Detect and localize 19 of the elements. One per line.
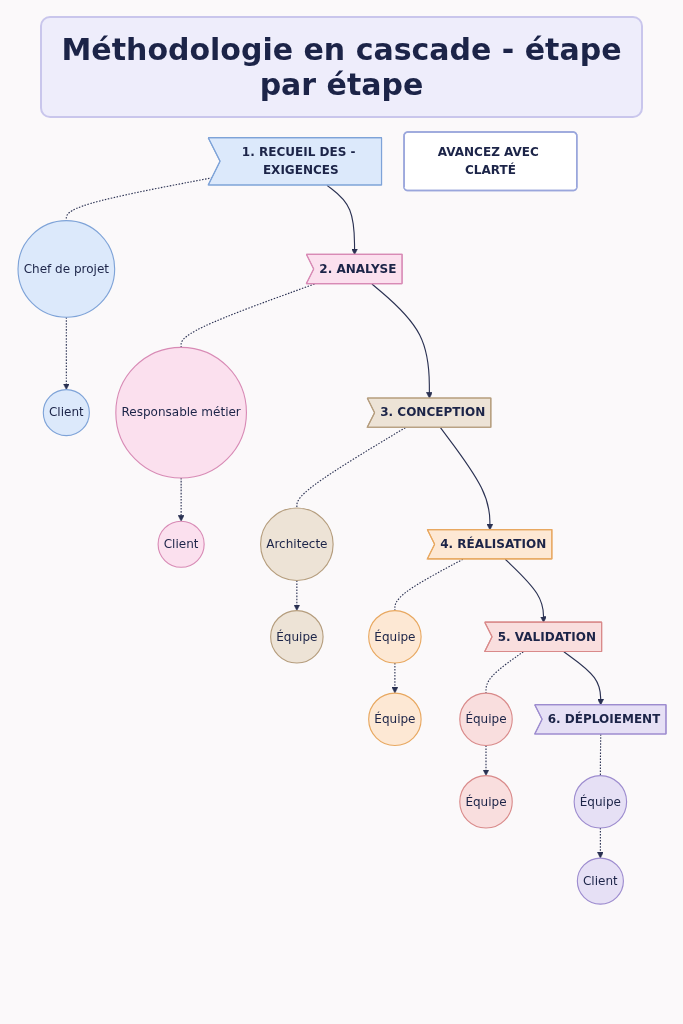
node-circle: Architecte (259, 507, 334, 582)
arrow (596, 827, 604, 859)
title: Méthodologie en cascade - étape par étape (40, 16, 643, 118)
node-circle: Client (157, 520, 205, 568)
node-circle: Responsable métier (114, 346, 247, 479)
node-circle: Équipe (269, 610, 324, 664)
node-circle: Équipe (367, 692, 422, 747)
node-circle: Client (576, 857, 624, 905)
node-circle: Équipe (573, 775, 627, 829)
arrow (391, 662, 398, 694)
arrow (504, 558, 547, 623)
node-circle: Équipe (458, 775, 513, 829)
node-circle: Équipe (367, 610, 422, 664)
node-circle: Équipe (458, 692, 513, 747)
connector (295, 427, 406, 509)
arrow (325, 184, 358, 255)
node-circle: Chef de projet (16, 220, 115, 318)
node-circle: Client (42, 389, 90, 437)
connector (484, 651, 524, 694)
